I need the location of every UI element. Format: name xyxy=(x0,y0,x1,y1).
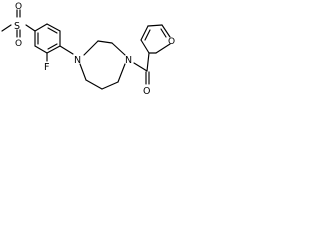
diazepane-ring xyxy=(79,40,126,90)
sulfonyl-oxygen-top-label: O xyxy=(15,2,22,12)
sulfur-ring-bond xyxy=(25,24,36,32)
amide-bond xyxy=(133,62,148,72)
diazepane-nitrogen-aryl-label: N xyxy=(74,55,81,66)
molecule-drawing: S O O F N N O O xyxy=(1,2,175,97)
furan-oxygen-label: O xyxy=(168,37,175,47)
sulfonyl-oxygen-bottom-label: O xyxy=(15,39,22,49)
aryl-nitrogen-bond xyxy=(59,45,74,55)
carbonyl-oxygen-label: O xyxy=(143,86,150,97)
methyl-bond xyxy=(1,24,12,32)
carbonyl-furan-bond xyxy=(146,52,150,72)
sulfur-label: S xyxy=(14,21,20,32)
furan-ring xyxy=(140,24,171,54)
fluorine-label: F xyxy=(44,62,49,73)
benzene-ring xyxy=(34,23,61,54)
structure-diagram: S O O F N N O O xyxy=(0,0,185,102)
diazepane-nitrogen-acyl-label: N xyxy=(125,55,132,66)
